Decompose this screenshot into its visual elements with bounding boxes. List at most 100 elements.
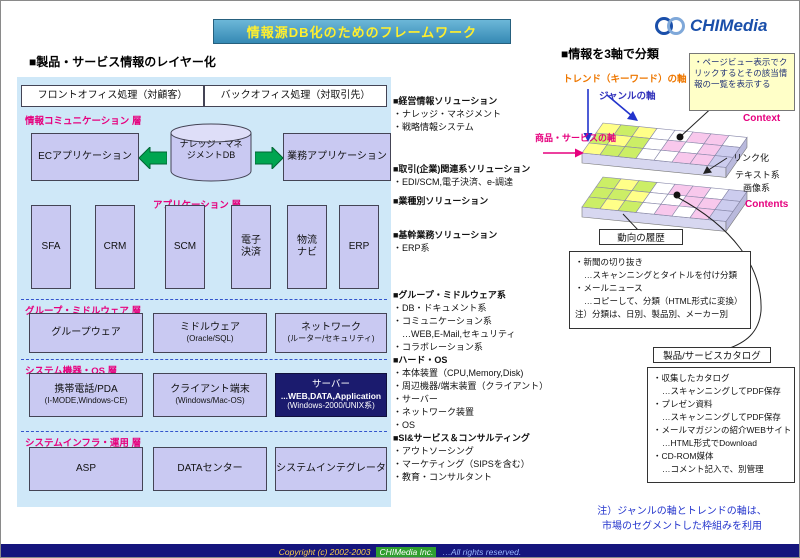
catalog-line: …スキャンニングしてPDF保存 xyxy=(662,412,781,422)
solution-line: ・コミュニケーション系 xyxy=(393,316,492,326)
db-label-line2: ジメントDB xyxy=(186,150,236,161)
solution-line: ■基幹業務ソリューション xyxy=(393,230,498,240)
link-label: リンク化 xyxy=(733,153,770,163)
system-box-server: サーバー ...WEB,DATA,Application (Windows-20… xyxy=(275,373,387,417)
middleware-box-network: ネットワーク (ルーター/セキュリティ) xyxy=(275,313,387,353)
layer-divider xyxy=(21,299,387,300)
genre-axis-label: ジャンルの軸 xyxy=(599,91,656,102)
db-cylinder-icon xyxy=(170,123,252,182)
solution-line: ・ネットワーク装置 xyxy=(393,407,475,417)
app-box-sfa: SFA xyxy=(31,205,71,289)
solution-line: ・教育・コンサルタント xyxy=(393,472,493,482)
db-label-line1: ナレッジ・マネ xyxy=(179,139,243,149)
solution-line: ■取引(企業)関連系ソリューション xyxy=(393,164,531,174)
arrow-right-icon xyxy=(255,147,283,169)
infra-layer-label: システムインフラ・運用 層 xyxy=(25,438,142,449)
system-box-client: クライアント端末 (Windows/Mac-OS) xyxy=(153,373,267,417)
solution-line: ・サーバー xyxy=(393,394,438,404)
infra-box-asp: ASP xyxy=(29,447,143,491)
trend-history-box: ・新聞の切り抜き …スキャンニングとタイトルを付け分類 ・メールニュース …コピ… xyxy=(569,251,751,329)
box-line1: DATAセンター xyxy=(177,462,243,474)
box-line2: (Windows/Mac-OS) xyxy=(175,396,245,406)
middleware-layer-label: グループ・ミドルウェア 層 xyxy=(25,306,142,317)
genre-trend-note: 注）ジャンルの軸とトレンドの軸は、 市場のセグメントした枠組みを利用 xyxy=(567,505,797,534)
history-line: ・新聞の切り抜き xyxy=(575,257,644,267)
page-title: 情報源DB化のためのフレームワーク xyxy=(246,25,478,40)
solution-line: ・戦略情報システム xyxy=(393,122,474,132)
box-line1: ミドルウェア xyxy=(180,321,240,333)
solution-line: ・アウトソーシング xyxy=(393,446,474,456)
db-label: ナレッジ・マネ ジメントDB xyxy=(167,139,255,162)
app-box-scm: SCM xyxy=(165,205,205,289)
box-line1: ネットワーク xyxy=(301,321,361,333)
catalog-label: 製品/サービスカタログ xyxy=(653,347,771,363)
office-box-front: フロントオフィス処理（対顧客） xyxy=(21,85,204,107)
catalog-line: ・収集したカタログ xyxy=(653,373,730,383)
biz-app-box: 業務アプリケーション xyxy=(283,133,391,181)
history-line: ・メールニュース xyxy=(575,283,643,293)
solution-line: ・ERP系 xyxy=(393,243,430,253)
footer-rights: …All rights reserved. xyxy=(442,546,522,557)
solution-line: ・周辺機器/端末装置（クライアント） xyxy=(393,381,549,391)
trend-axis-label: トレンド（キーワード）の軸 xyxy=(563,74,687,85)
footer: Copyright (c) 2002-2003 CHIMedia Inc. …A… xyxy=(1,544,799,557)
box-line1: ASP xyxy=(75,462,96,474)
layer-panel: フロントオフィス処理（対顧客） バックオフィス処理（対取引先） 情報コミュニケー… xyxy=(17,77,391,507)
context-label: Context xyxy=(743,113,781,124)
catalog-box: ・収集したカタログ …スキャンニングしてPDF保存 ・プレゼン資料 …スキャンニ… xyxy=(647,367,795,483)
title-bar: 情報源DB化のためのフレームワーク xyxy=(213,19,511,44)
solution-line: …WEB,E-Mail,セキュリティ xyxy=(402,329,516,339)
contents-label: Contents xyxy=(745,199,789,210)
box-line2: (ルーター/セキュリティ) xyxy=(287,334,375,344)
app-box-erp: ERP xyxy=(339,205,379,289)
catalog-line: ・プレゼン資料 xyxy=(653,399,713,409)
trend-history-label: 動向の履歴 xyxy=(599,229,683,245)
solution-line: ・コラボレーション系 xyxy=(393,342,483,352)
solution-line: ・本体装置（CPU,Memory,Disk) xyxy=(393,368,524,378)
history-line: 注）分類は、日別、製品別、メーカー別 xyxy=(575,309,729,319)
callout-dot-2 xyxy=(673,191,681,199)
comm-layer-label: 情報コミュニケーション 層 xyxy=(25,116,142,127)
image-type-label: 画像系 xyxy=(743,183,771,193)
solution-line: ■グループ・ミドルウェア系 xyxy=(393,290,506,300)
box-line1: システムインテグレータ xyxy=(276,462,386,474)
ec-app-box: ECアプリケーション xyxy=(31,133,139,181)
catalog-line: …スキャンニングしてPDF保存 xyxy=(662,386,781,396)
footer-copyright: Copyright (c) 2002-2003 xyxy=(278,546,371,557)
link-arrowhead xyxy=(703,166,712,174)
genre-trend-note-line2: 市場のセグメントした枠組みを利用 xyxy=(602,520,762,532)
box-line2: (Oracle/SQL) xyxy=(186,334,234,344)
box-line3: (Windows-2000/UNIX系) xyxy=(287,401,375,411)
app-box-epayment: 電子 決済 xyxy=(231,205,271,289)
solution-line: ・DB・ドキュメント系 xyxy=(393,303,487,313)
layer-divider xyxy=(21,359,387,360)
catalog-line: …コメント記入で、別管理 xyxy=(662,464,764,474)
app-box-crm: CRM xyxy=(95,205,135,289)
pageview-note: ・ページビュー表示でクリックするとその該当情報の一覧を表示する xyxy=(689,53,795,111)
solution-line: ■経営情報ソリューション xyxy=(393,96,498,106)
solution-line: ■ハード・OS xyxy=(393,355,448,365)
product-axis-label: 商品・サービスの軸 xyxy=(535,133,617,143)
app-box-logistics: 物流 ナビ xyxy=(287,205,327,289)
arrow-left-icon xyxy=(139,147,167,169)
genre-trend-note-line1: 注）ジャンルの軸とトレンドの軸は、 xyxy=(597,506,767,517)
catalog-line: …HTML形式でDownload xyxy=(662,438,757,448)
product-axis-arrowhead xyxy=(575,148,584,158)
box-line1: 携帯電話/PDA xyxy=(54,383,118,395)
solution-line: ・マーケティング（SIPSを含む） xyxy=(393,459,530,469)
logo-rings-icon xyxy=(655,17,685,35)
catalog-line: ・メールマガジンの紹介WEBサイト xyxy=(653,425,792,435)
text-type-label: テキスト系 xyxy=(735,170,780,180)
history-line: …スキャンニングとタイトルを付け分類 xyxy=(584,270,738,280)
box-line2: ...WEB,DATA,Application xyxy=(280,390,382,401)
middleware-box-groupware: グループウェア xyxy=(29,313,143,353)
right-section-heading: ■情報を3軸で分類 xyxy=(561,47,659,61)
left-section-heading: ■製品・サービス情報のレイヤー化 xyxy=(29,55,216,69)
box-line2: (I-MODE,Windows-CE) xyxy=(44,396,128,406)
system-box-mobile: 携帯電話/PDA (I-MODE,Windows-CE) xyxy=(29,373,143,417)
genre-axis-arrowhead xyxy=(627,111,638,121)
logo-text: CHIMedia xyxy=(690,16,768,35)
solution-line: ・OS xyxy=(393,420,416,430)
solution-line: ■業種別ソリューション xyxy=(393,196,489,206)
link-arrow xyxy=(706,157,728,172)
